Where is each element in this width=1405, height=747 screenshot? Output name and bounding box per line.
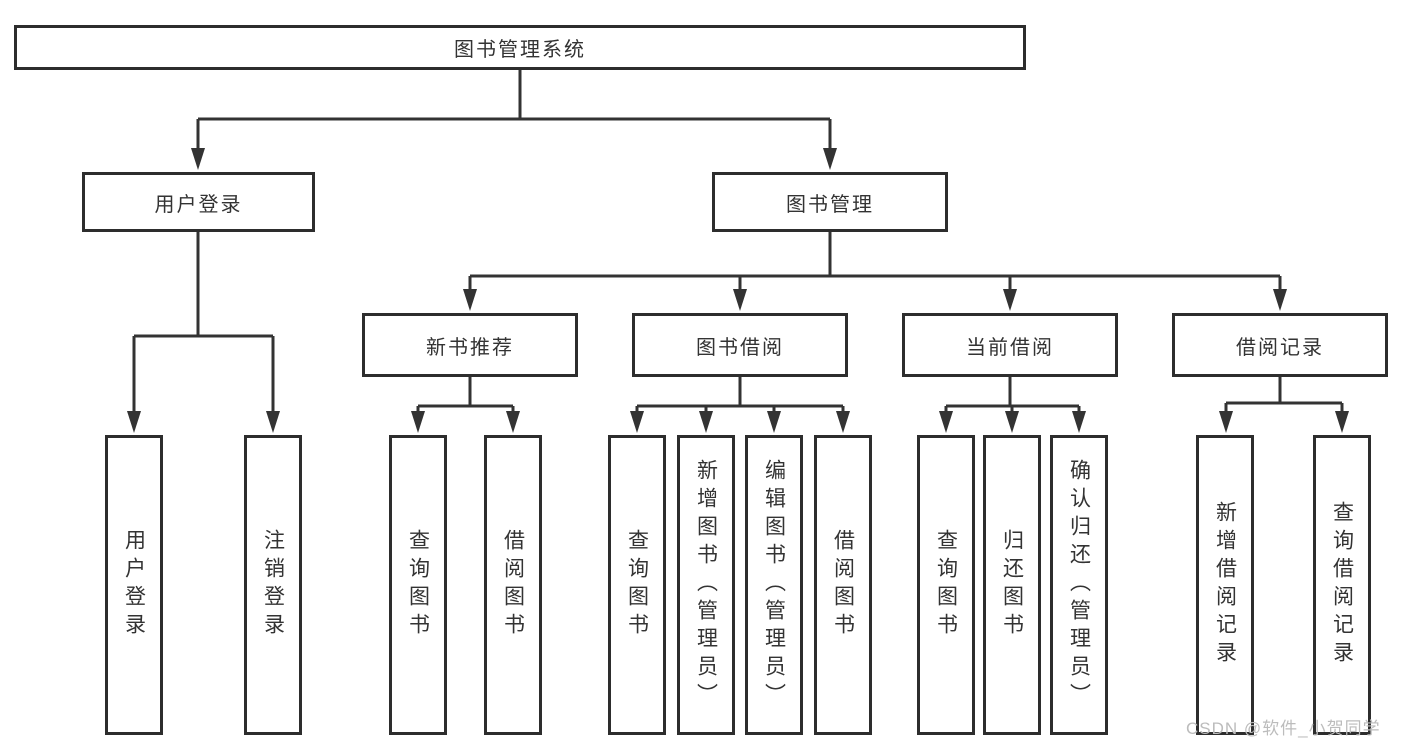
node-label: 确认归还（管理员） [1067, 459, 1091, 711]
node-label: 当前借阅 [966, 336, 1054, 359]
leaf-query-books-borrowing: 查询图书 [608, 435, 666, 735]
leaf-borrow-books: 借阅图书 [814, 435, 872, 735]
node-label: 图书管理 [786, 193, 874, 216]
leaf-logout: 注销登录 [244, 435, 302, 735]
node-borrowing-records: 借阅记录 [1172, 313, 1388, 377]
node-label: 借阅记录 [1236, 336, 1324, 359]
node-label: 图书管理系统 [454, 39, 586, 61]
leaf-edit-books-admin: 编辑图书（管理员） [745, 435, 803, 735]
node-book-borrowing: 图书借阅 [632, 313, 848, 377]
leaf-return-books: 归还图书 [983, 435, 1041, 735]
leaf-add-borrow-record: 新增借阅记录 [1196, 435, 1254, 735]
leaf-user-login: 用户登录 [105, 435, 163, 735]
csdn-watermark: CSDN @软件_小贺同学 [1186, 719, 1381, 738]
node-label: 用户登录 [154, 193, 243, 216]
leaf-query-borrow-record: 查询借阅记录 [1313, 435, 1371, 735]
node-book-management: 图书管理 [712, 172, 948, 232]
leaf-borrow-books-recommend: 借阅图书 [484, 435, 542, 735]
node-label: 查询借阅记录 [1330, 501, 1354, 669]
node-label: 编辑图书（管理员） [762, 459, 786, 711]
leaf-query-books-recommend: 查询图书 [389, 435, 447, 735]
node-root-library-system: 图书管理系统 [14, 25, 1026, 70]
node-current-borrowing: 当前借阅 [902, 313, 1118, 377]
node-label: 借阅图书 [831, 529, 855, 641]
node-label: 注销登录 [261, 529, 285, 641]
leaf-query-books-current: 查询图书 [917, 435, 975, 735]
node-label: 用户登录 [122, 529, 146, 641]
node-label: 查询图书 [406, 529, 430, 641]
arrowheads [127, 148, 1349, 433]
node-user-login: 用户登录 [82, 172, 315, 232]
node-label: 查询图书 [934, 529, 958, 641]
leaf-confirm-return-admin: 确认归还（管理员） [1050, 435, 1108, 735]
node-label: 归还图书 [1000, 529, 1024, 641]
node-label: 图书借阅 [696, 336, 784, 359]
node-label: 借阅图书 [501, 529, 525, 641]
node-label: 新书推荐 [426, 336, 514, 359]
node-label: 新增图书（管理员） [694, 459, 718, 711]
leaf-add-books-admin: 新增图书（管理员） [677, 435, 735, 735]
node-label: 新增借阅记录 [1213, 501, 1237, 669]
node-label: 查询图书 [625, 529, 649, 641]
node-new-book-recommendation: 新书推荐 [362, 313, 578, 377]
